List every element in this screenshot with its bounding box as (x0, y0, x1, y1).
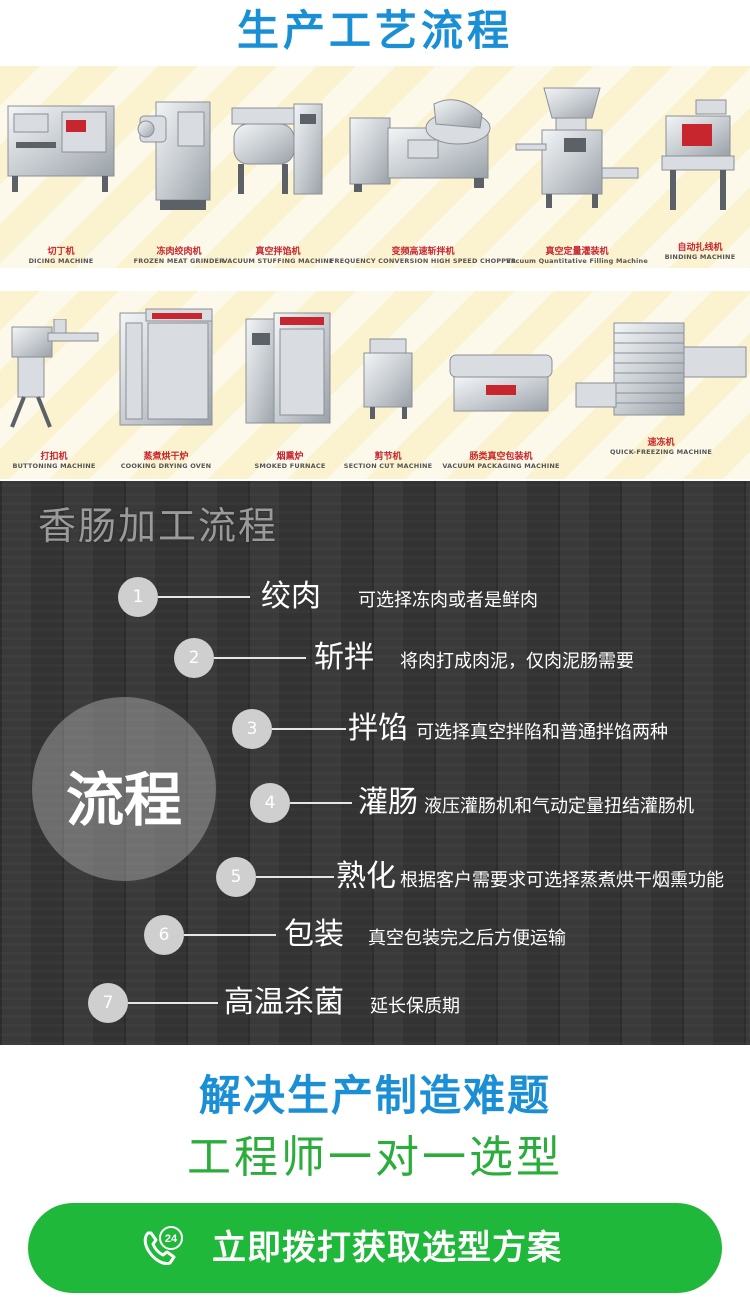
machine-frozen-grinder: 冻肉绞肉机 FROZEN MEAT GRINDER (134, 94, 224, 268)
machine-zh-label: 蒸煮烘干炉 (143, 452, 189, 462)
grinder-image (137, 101, 211, 210)
buttoning-machine-image (10, 319, 99, 428)
badge-24-text: 24 (165, 1233, 178, 1245)
machine-quick-freezing: 速冻机 QUICK-FREEZING MACHINE (574, 317, 748, 479)
step-name: 灌肠 (358, 785, 418, 820)
machine-section-cut: 剪节机 SECTION CUT MACHINE (344, 337, 432, 479)
machine-en-label: QUICK-FREEZING MACHINE (609, 448, 713, 456)
step-name: 拌馅 (348, 711, 408, 746)
chopper-image (349, 99, 491, 192)
page-title: 生产工艺流程 (236, 6, 513, 55)
dicing-machine-image (7, 105, 115, 192)
machine-en-label: VACUUM STUFFING MACHINE (222, 257, 334, 265)
step-name: 高温杀菌 (224, 985, 344, 1020)
machine-zh-label: 速冻机 (647, 438, 675, 448)
process-center-label: 流程 (65, 766, 182, 834)
machine-zh-label: 打扣机 (40, 452, 68, 462)
machine-smoked-furnace: 烟熏炉 SMOKED FURNACE (244, 303, 336, 479)
process-step: 2 斩拌 将肉打成肉泥，仅肉泥肠需要 (174, 638, 744, 678)
step-description: 液压灌肠机和气动定量扭结灌肠机 (424, 796, 694, 817)
machine-en-label: SMOKED FURNACE (254, 462, 326, 470)
machine-en-label: Vacuum Quantitative Filling Machine (506, 257, 648, 265)
machine-row-2: 打扣机 BUTTONING MACHINE 蒸煮烘干炉 COOKING DRYI… (0, 291, 750, 479)
step-connector (214, 657, 306, 659)
step-connector (272, 728, 346, 730)
step-description: 可选择冻肉或者是鲜肉 (358, 590, 538, 611)
quick-freezer-image (575, 322, 747, 416)
row-divider (0, 268, 750, 291)
step-number: 3 (232, 709, 272, 749)
step-connector (256, 876, 334, 878)
step-name: 包装 (284, 917, 344, 952)
process-step: 6 包装 真空包装完之后方便运输 (144, 915, 614, 955)
step-connector (290, 802, 352, 804)
machine-vacuum-filling: 真空定量灌装机 Vacuum Quantitative Filling Mach… (506, 84, 648, 268)
machine-en-label: VACUUM PACKAGING MACHINE (442, 462, 560, 470)
step-number: 1 (118, 577, 158, 617)
process-step: 5 熟化 根据客户需要求可选择蒸煮烘干烟熏功能 (216, 857, 750, 897)
section-cut-image (363, 338, 413, 419)
machine-zh-label: 真空拌馅机 (255, 247, 301, 257)
process-step: 1 绞肉 可选择冻肉或者是鲜肉 (118, 577, 738, 617)
vacuum-packaging-image (449, 354, 553, 412)
cta-subline: 工程师一对一选型 (187, 1132, 563, 1183)
cta-headline: 解决生产制造难题 (198, 1071, 551, 1120)
machine-cooking-drying-oven: 蒸煮烘干炉 COOKING DRYING OVEN (116, 305, 216, 479)
step-description: 延长保质期 (370, 996, 460, 1017)
machine-high-speed-chopper: 变频高速斩拌机 FREQUENCY CONVERSION HIGH SPEED … (330, 94, 516, 268)
step-number: 4 (250, 783, 290, 823)
machine-zh-label: 变频高速斩拌机 (391, 247, 455, 257)
oven-image (119, 308, 213, 426)
machine-en-label: FROZEN MEAT GRINDER (133, 257, 225, 265)
machine-dicing: 切丁机 DICING MACHINE (2, 94, 120, 268)
smoked-furnace-image (245, 312, 331, 424)
process-center-circle: 流程 (32, 697, 216, 881)
machine-en-label: COOKING DRYING OVEN (120, 462, 212, 470)
call-now-button[interactable]: 24 立即拨打获取选型方案 (28, 1203, 722, 1293)
process-title: 香肠加工流程 (38, 504, 279, 548)
machine-en-label: BINDING MACHINE (664, 253, 736, 261)
machine-zh-label: 烟熏炉 (276, 452, 304, 462)
machine-zh-label: 冻肉绞肉机 (156, 247, 202, 257)
process-step: 4 灌肠 液压灌肠机和气动定量扭结灌肠机 (250, 783, 750, 823)
machine-en-label: SECTION CUT MACHINE (343, 462, 433, 470)
machine-zh-label: 肠类真空包装机 (469, 452, 533, 462)
step-connector (184, 934, 276, 936)
machine-zh-label: 真空定量灌装机 (545, 247, 609, 257)
call-button-label: 立即拨打获取选型方案 (212, 1228, 562, 1268)
step-description: 可选择真空拌陷和普通拌馅两种 (416, 722, 668, 743)
machine-en-label: DICING MACHINE (28, 257, 94, 265)
step-number: 6 (144, 915, 184, 955)
process-step: 7 高温杀菌 延长保质期 (88, 983, 488, 1023)
machine-en-label: FREQUENCY CONVERSION HIGH SPEED CHOPPER (329, 257, 517, 265)
machine-zh-label: 切丁机 (47, 247, 75, 257)
filling-machine-image (515, 87, 639, 208)
machine-zh-label: 自动扎线机 (677, 243, 723, 253)
process-step: 3 拌馅 可选择真空拌陷和普通拌馅两种 (232, 709, 742, 749)
vacuum-stuffing-image (231, 103, 323, 195)
machine-binding: 自动扎线机 BINDING MACHINE (656, 94, 744, 268)
step-name: 绞肉 (261, 579, 321, 614)
machine-buttoning: 打扣机 BUTTONING MACHINE (4, 319, 104, 479)
sausage-process-section: 香肠加工流程 流程 1 绞肉 可选择冻肉或者是鲜肉 2 斩拌 将肉打成肉泥，仅肉… (0, 481, 750, 1045)
phone-24h-icon: 24 (143, 1226, 183, 1265)
step-connector (128, 1002, 218, 1004)
machine-zh-label: 剪节机 (374, 452, 402, 462)
step-name: 熟化 (336, 859, 396, 894)
step-number: 2 (174, 638, 214, 678)
step-description: 真空包装完之后方便运输 (368, 928, 566, 949)
machine-vacuum-packaging: 肠类真空包装机 VACUUM PACKAGING MACHINE (442, 351, 559, 479)
machine-vacuum-stuffing: 真空拌馅机 VACUUM STUFFING MACHINE (222, 94, 333, 268)
machine-en-label: BUTTONING MACHINE (12, 462, 96, 470)
step-description: 根据客户需要求可选择蒸煮烘干烟熏功能 (400, 870, 724, 891)
step-description: 将肉打成肉泥，仅肉泥肠需要 (400, 651, 634, 672)
step-name: 斩拌 (314, 640, 374, 675)
machine-row-1: 切丁机 DICING MACHINE 冻肉绞肉机 FROZEN MEAT GRI… (0, 66, 750, 268)
step-connector (158, 596, 250, 598)
binding-machine-image (661, 99, 735, 210)
step-number: 7 (88, 983, 128, 1023)
step-number: 5 (216, 857, 256, 897)
